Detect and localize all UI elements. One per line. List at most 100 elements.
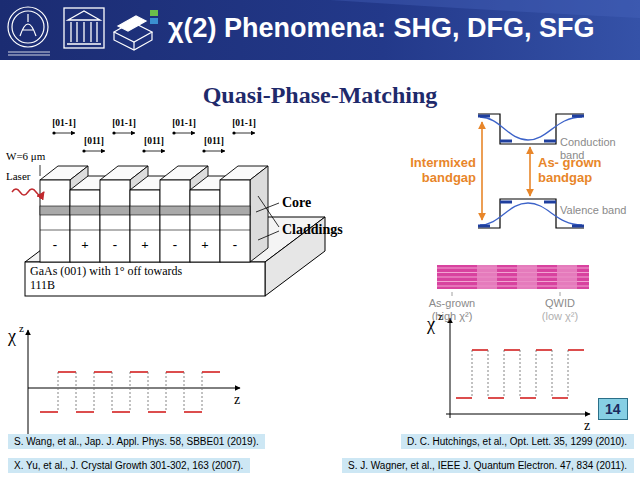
chi-level xyxy=(94,371,112,373)
transition-line xyxy=(202,372,203,412)
transition-line xyxy=(536,350,537,398)
transition-line xyxy=(488,350,489,398)
laser-beam xyxy=(12,189,44,195)
direction-arrow xyxy=(234,133,255,134)
page-number-box: 14 xyxy=(598,398,628,420)
transition-line xyxy=(112,372,113,412)
bar-leaders xyxy=(452,292,560,296)
reference-text: D. C. Hutchings, et al., Opt. Lett. 35, … xyxy=(407,436,628,447)
slide-subtitle: Quasi-Phase-Matching xyxy=(203,82,438,110)
chi-level xyxy=(472,349,488,351)
direction-dot xyxy=(52,131,55,134)
polarity-sign: - xyxy=(53,238,57,253)
reference-box: S. Wang, et al., Jap. J. Appl. Phys. 58,… xyxy=(8,434,265,449)
ridge-segment xyxy=(220,166,268,262)
crystal-direction: [01-1] xyxy=(52,118,76,129)
part-label: QWID xyxy=(545,297,575,310)
institute-logo xyxy=(8,7,50,55)
chi-level xyxy=(504,349,520,351)
direction-dot xyxy=(232,131,235,134)
polarity-sign: + xyxy=(81,238,88,253)
direction-arrow xyxy=(174,133,195,134)
transition-line xyxy=(166,372,167,412)
axis-label: z xyxy=(19,322,24,335)
direction-arrow xyxy=(54,133,75,134)
axis-label: z xyxy=(584,418,590,434)
part-label: GaAs (001) with 1° off towards 111B xyxy=(30,265,200,293)
polarity-sign: - xyxy=(113,238,117,253)
polarity-sign: + xyxy=(201,238,208,253)
direction-arrow xyxy=(204,151,225,152)
reference-text: X. Yu, et al., J. Crystal Growth 301-302… xyxy=(14,460,244,471)
part-label: Valence band xyxy=(560,204,626,217)
reference-box: X. Yu, et al., J. Crystal Growth 301-302… xyxy=(8,458,250,473)
chi-level xyxy=(58,371,76,373)
transition-line xyxy=(504,350,505,398)
axis-label: χ xyxy=(427,314,435,335)
left-square-wave xyxy=(40,372,220,412)
direction-arrow xyxy=(84,151,105,152)
transition-line xyxy=(184,372,185,412)
waveguide-icon xyxy=(114,10,158,50)
chi-level xyxy=(112,411,130,413)
part-label: Claddings xyxy=(282,222,343,238)
transition-line xyxy=(148,372,149,412)
right-square-wave xyxy=(456,350,584,398)
transition-line xyxy=(76,372,77,412)
chi-level xyxy=(568,349,584,351)
part-label: W=6 μm xyxy=(6,150,45,163)
direction-dot xyxy=(172,131,175,134)
direction-arrow xyxy=(114,133,135,134)
right-plot-axes xyxy=(446,318,590,418)
chi-level xyxy=(76,411,94,413)
crystal-direction: [011] xyxy=(144,136,164,147)
transition-line xyxy=(94,372,95,412)
chi-level xyxy=(130,371,148,373)
part-label: Laser xyxy=(6,170,30,183)
crystal-direction: [01-1] xyxy=(112,118,136,129)
chi-level xyxy=(520,397,536,399)
polarity-sign: + xyxy=(141,238,148,253)
transition-line xyxy=(472,350,473,398)
part-label: Intermixed bandgap xyxy=(402,156,476,186)
intermixed-section xyxy=(517,265,537,289)
direction-arrow xyxy=(144,151,165,152)
reference-box: D. C. Hutchings, et al., Opt. Lett. 35, … xyxy=(401,434,634,449)
university-logo xyxy=(64,8,104,48)
intermixed-section xyxy=(477,265,497,289)
left-plot-axes xyxy=(28,330,240,440)
crystal-direction: [01-1] xyxy=(172,118,196,129)
slide-title: χ(2) Phenomena: SHG, DFG, SFG xyxy=(168,13,595,44)
crystal-direction: [01-1] xyxy=(232,118,256,129)
axis-label: z xyxy=(234,392,240,408)
part-label: As- grown bandgap xyxy=(538,156,610,186)
part-label: Core xyxy=(282,195,311,211)
chi-level xyxy=(488,397,504,399)
chi-level xyxy=(148,411,166,413)
transition-line xyxy=(130,372,131,412)
transition-line xyxy=(552,350,553,398)
chi-level xyxy=(40,411,58,413)
page-number: 14 xyxy=(605,401,621,417)
chi-level xyxy=(184,411,202,413)
transition-line xyxy=(58,372,59,412)
transition-line xyxy=(520,350,521,398)
direction-dot xyxy=(82,149,85,152)
qwid-bar xyxy=(437,265,589,289)
intermixed-section xyxy=(557,265,577,289)
crystal-direction: [011] xyxy=(204,136,224,147)
direction-dot xyxy=(202,149,205,152)
waveguide-ridge xyxy=(40,131,268,262)
transition-line xyxy=(568,350,569,398)
width-marks xyxy=(40,165,41,176)
reference-box: S. J. Wagner, et al., IEEE J. Quantum El… xyxy=(342,458,634,473)
axis-label: χ xyxy=(8,326,16,347)
chi-level xyxy=(536,349,552,351)
axis-label: z xyxy=(438,310,443,323)
part-label: (high χ²) xyxy=(432,310,473,323)
chi-level xyxy=(166,371,184,373)
crystal-direction: [011] xyxy=(84,136,104,147)
reference-text: S. Wang, et al., Jap. J. Appl. Phys. 58,… xyxy=(14,436,259,447)
